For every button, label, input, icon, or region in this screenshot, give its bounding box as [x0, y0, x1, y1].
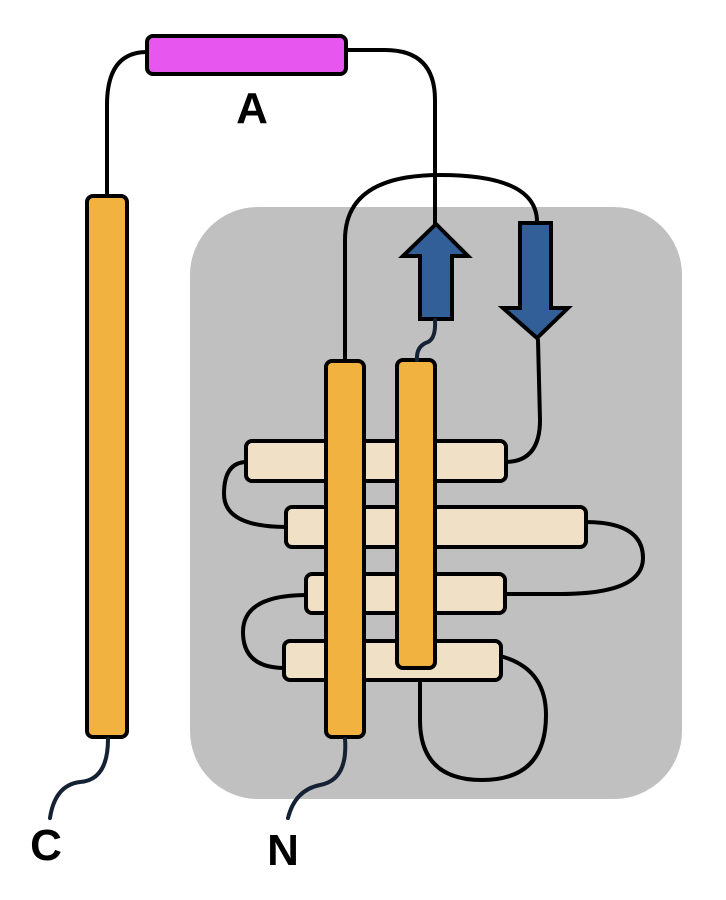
pale-helix-1 — [244, 439, 508, 483]
c-terminal-tail — [48, 737, 110, 820]
n-terminal-tail — [286, 737, 348, 820]
helix-n-terminal — [324, 359, 366, 739]
loop-helix-3-to-4 — [241, 593, 309, 670]
loop-a-to-strand-up — [343, 48, 437, 227]
helix-vertical-2 — [395, 358, 437, 670]
loop-c-to-a — [105, 50, 149, 199]
c-terminus-label: C — [30, 821, 62, 870]
pale-helix-4 — [282, 639, 503, 682]
linker-squiggle — [414, 318, 438, 362]
n-terminus-label: N — [267, 826, 299, 875]
loop-helix-2-to-3 — [503, 520, 645, 596]
helix-a-label: A — [236, 84, 268, 133]
loop-helix-4-to-vertical — [418, 654, 548, 782]
helix-c-terminal — [85, 194, 129, 739]
helix-a — [145, 34, 348, 76]
loop-helix-1-to-2 — [222, 460, 289, 529]
strand-down-arrow — [497, 221, 573, 341]
strand-up-arrow — [398, 221, 473, 321]
loop-arch — [343, 173, 539, 364]
loop-strand-to-helix-1 — [503, 338, 542, 464]
